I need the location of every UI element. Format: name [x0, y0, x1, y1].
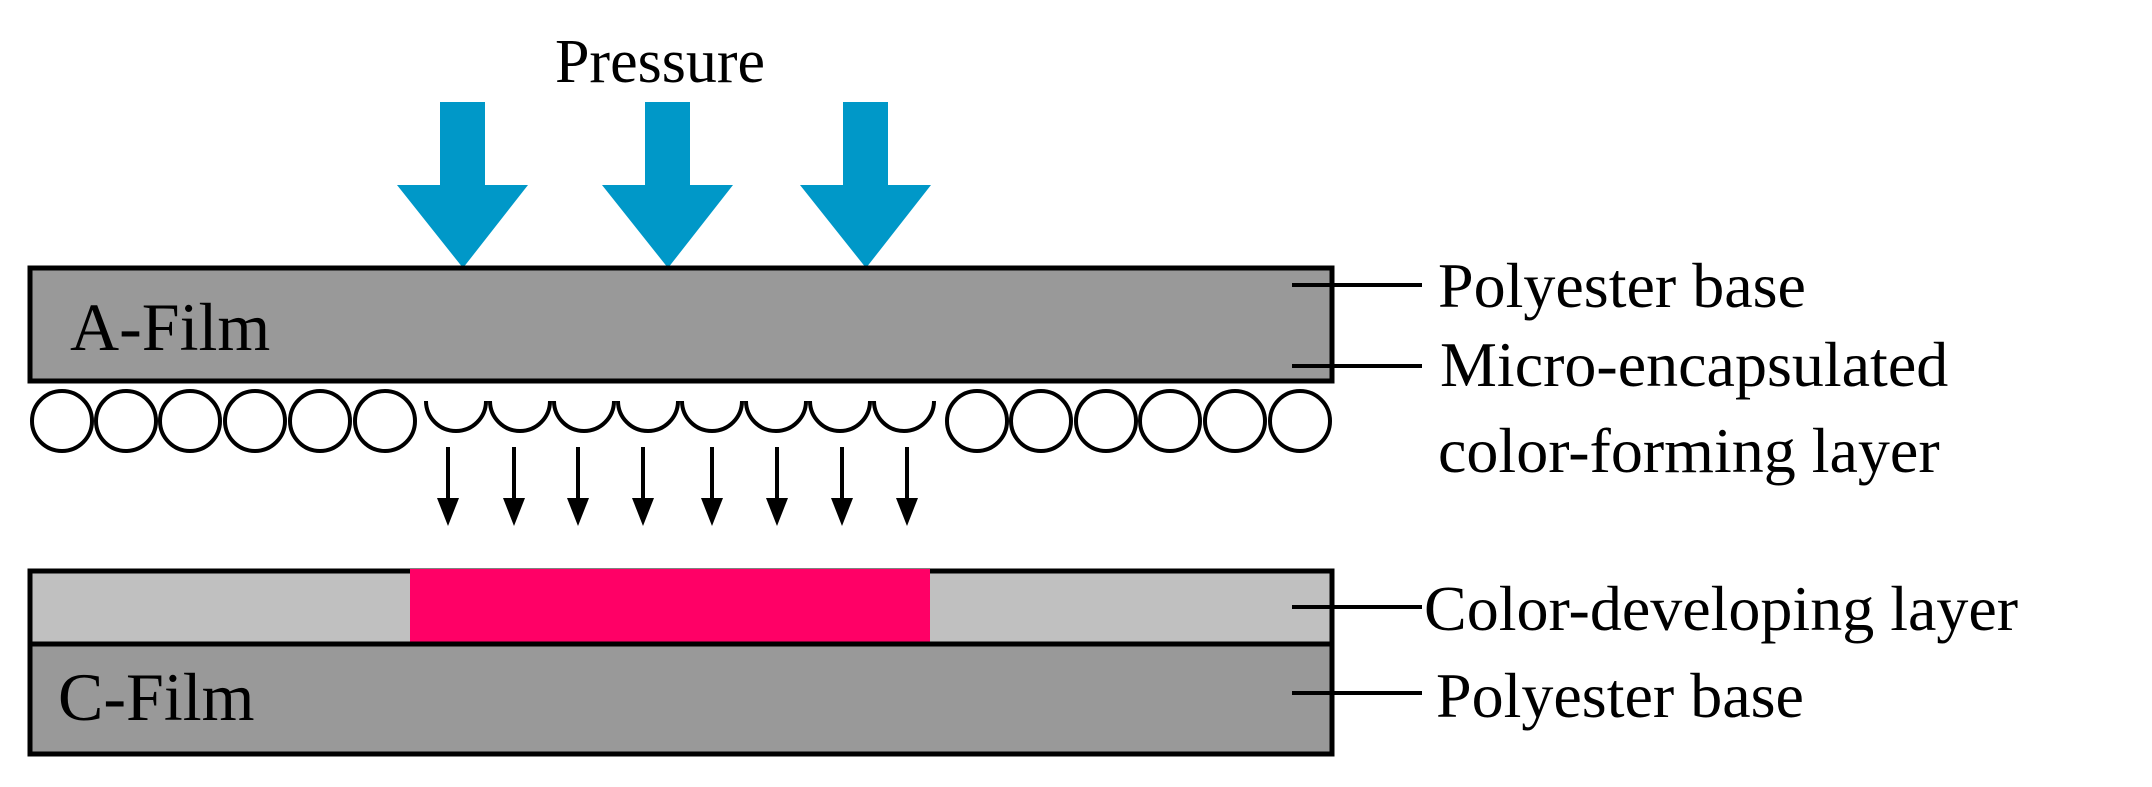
down-arrow-icon: [503, 447, 525, 526]
a-film-base: [27, 265, 1335, 384]
down-arrow-icon: [831, 447, 853, 526]
c-film-label: C-Film: [58, 659, 255, 735]
microcapsule-ruptured: [680, 400, 744, 433]
microcapsule-ruptured: [424, 400, 488, 433]
microcapsule-intact: [1203, 389, 1267, 453]
microcapsule-label-line2: color-forming layer: [1438, 415, 1940, 486]
microcapsule-intact: [1009, 389, 1073, 453]
microcapsule-intact: [30, 389, 94, 453]
microcapsule-ruptured: [616, 400, 680, 433]
microcapsule-intact: [1074, 389, 1138, 453]
c-film-base: [27, 641, 1335, 757]
microcapsule-intact: [353, 389, 417, 453]
microcapsule-intact: [1138, 389, 1202, 453]
microcapsule-ruptured: [808, 400, 872, 433]
microcapsule-intact: [94, 389, 158, 453]
color-formed-region: [410, 569, 930, 644]
pressure-arrows: [397, 102, 931, 268]
microcapsule-ruptured: [744, 400, 808, 433]
microcapsule-label-line1: Micro-encapsulated: [1440, 329, 1948, 400]
microcapsule-intact: [158, 389, 222, 453]
pressure-arrow-icon: [602, 102, 733, 268]
down-arrow-icon: [632, 447, 654, 526]
microcapsule-ruptured: [488, 400, 552, 433]
microcapsule-ruptured: [552, 400, 616, 433]
down-arrow-icon: [567, 447, 589, 526]
down-arrow-icon: [766, 447, 788, 526]
microcapsule-intact: [288, 389, 352, 453]
a-polyester-base-label: Polyester base: [1438, 250, 1806, 321]
microcapsule-intact: [223, 389, 287, 453]
microcapsule-layer: [30, 389, 1332, 453]
ink-transfer-arrows: [437, 447, 918, 526]
down-arrow-icon: [896, 447, 918, 526]
down-arrow-icon: [437, 447, 459, 526]
pressure-arrow-icon: [800, 102, 931, 268]
pressure-title: Pressure: [555, 28, 765, 96]
pressure-arrow-icon: [397, 102, 528, 268]
color-developing-label: Color-developing layer: [1424, 573, 2018, 644]
microcapsule-intact: [1268, 389, 1332, 453]
a-film-label: A-Film: [70, 289, 270, 365]
microcapsule-ruptured: [872, 400, 936, 433]
c-polyester-base-label: Polyester base: [1436, 660, 1804, 731]
leader-lines: [1292, 283, 1422, 695]
down-arrow-icon: [701, 447, 723, 526]
microcapsule-intact: [945, 389, 1009, 453]
